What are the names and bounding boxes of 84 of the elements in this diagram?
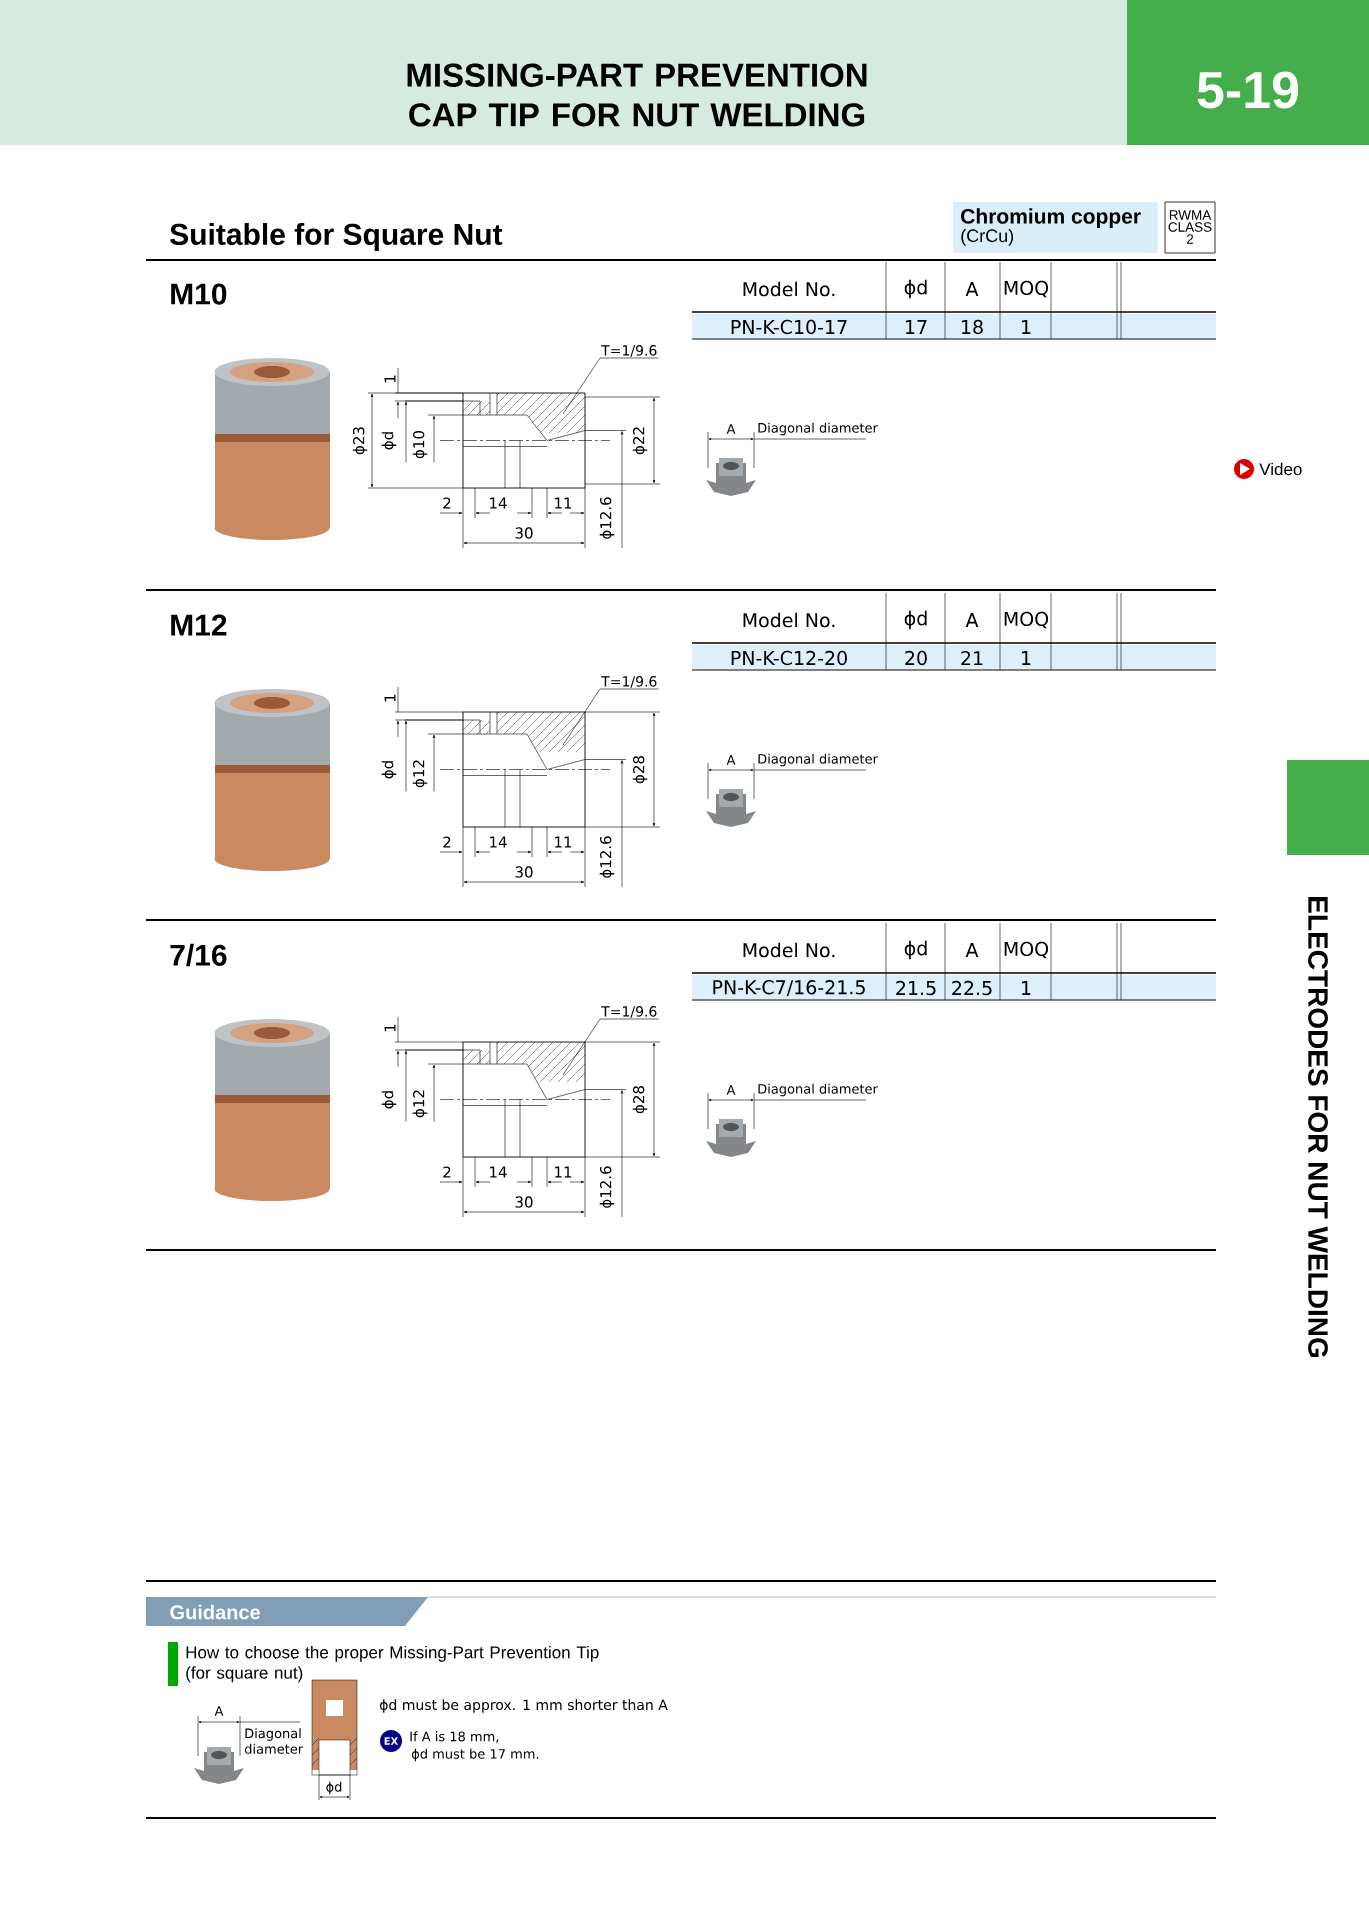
dimension-label: Diagonal diameter [244, 1728, 304, 1754]
dimension-label: 14 [490, 497, 507, 509]
leader-line [562, 1018, 659, 1076]
dimension-label: 30 [515, 527, 533, 539]
page-number-box: 5-19 [1127, 0, 1369, 145]
dimension-label: ϕ12 [412, 1090, 428, 1118]
table-cell: 21.5 [896, 980, 936, 996]
dimension-label: ϕ22 [632, 427, 648, 455]
table-cell: A [965, 613, 979, 627]
dimension-label: ϕ28 [632, 1086, 648, 1114]
table-cell: 1 [1022, 651, 1031, 665]
dimension-label: 11 [555, 1166, 572, 1178]
table-cell: MOQ [1004, 611, 1049, 629]
dimension-label: ϕ23 [352, 427, 368, 455]
dimension-label: A [726, 424, 736, 434]
section-heading: 7/16 [170, 943, 227, 967]
dimension-label: 1 [384, 375, 396, 383]
side-tab [1287, 760, 1369, 855]
dimension-label: 30 [515, 866, 533, 878]
example-icon-text: EX [384, 1737, 399, 1745]
dimension-label: ϕd [381, 761, 397, 779]
dimension-label: ϕ12 [412, 760, 428, 788]
dimension-label: ϕd [381, 1091, 397, 1109]
dimension-label: A [726, 1085, 736, 1095]
table-cell: 17 [906, 320, 927, 334]
table-cell: 20 [905, 650, 927, 666]
dimension-label: 11 [555, 497, 572, 509]
dimension-label: ϕ12.6 [599, 836, 615, 878]
dimension-label: ϕ10 [412, 431, 428, 459]
side-heading: ELECTRODES FOR NUT WELDING [1308, 897, 1328, 1358]
dimension-label: Diagonal diameter [758, 1083, 878, 1097]
dimension-label: Diagonal diameter [758, 753, 878, 767]
dimension-label: 1 [384, 694, 396, 702]
dimension-label: ϕd [381, 432, 397, 450]
table-cell: 21 [961, 650, 983, 666]
table-cell: MOQ [1004, 280, 1049, 298]
table-cell: PN-K-C10-17 [731, 319, 847, 335]
title: MISSING-PART PREVENTION CAP TIP FOR NUT WELDING [407, 63, 867, 127]
dimension-label: A [726, 755, 736, 765]
dimension-label: Diagonal diameter [758, 422, 878, 436]
table-cell: A [965, 943, 979, 957]
dimension-label: 2 [443, 497, 451, 509]
table-cell: Model No. [743, 942, 835, 958]
table-cell: Model No. [743, 612, 835, 628]
guidance-text: ϕd must be approx. 1 mm shorter than A [379, 1699, 668, 1713]
video-link: Video [1259, 462, 1302, 476]
table-cell: PN-K-C12-20 [731, 650, 847, 666]
leader-line [562, 357, 659, 415]
table-cell: A [965, 282, 979, 296]
guidance-text: How to choose the proper Missing-Part Prevention Tip (for square nut) [186, 1645, 599, 1683]
table-cell: ϕd [904, 610, 927, 630]
guidance-text: ϕd must be 17 mm. [411, 1748, 539, 1762]
dimension-label: 30 [515, 1196, 533, 1208]
dimension-label: T=1/9.6 [601, 676, 657, 688]
dimension-label: ϕd [326, 1781, 342, 1795]
dimension-label: ϕ12.6 [599, 497, 615, 539]
dimension-label: 2 [443, 836, 451, 848]
dimension-label: ϕ12.6 [599, 1166, 615, 1208]
guidance-text: If A is 18 mm, [410, 1731, 499, 1743]
table-cell: MOQ [1004, 941, 1049, 959]
dimension-label: ϕ28 [632, 756, 648, 784]
dimension-label: 2 [443, 1166, 451, 1178]
dimension-label: 11 [555, 836, 572, 848]
dimension-label: 14 [490, 1166, 507, 1178]
table-cell: 22.5 [952, 980, 992, 996]
class-box: RWMA CLASS 2 [1164, 201, 1216, 254]
guidance-band: Guidance [146, 1597, 428, 1626]
table-cell: ϕd [904, 279, 927, 299]
dimension-label: 14 [490, 836, 507, 848]
section-heading: Suitable for Square Nut [170, 223, 503, 251]
table-cell: ϕd [904, 940, 927, 960]
table-cell: 1 [1022, 981, 1031, 995]
table-cell: 18 [962, 319, 983, 335]
table-cell: 1 [1022, 320, 1031, 334]
table-cell: Model No. [743, 281, 835, 297]
material-box: Chromium copper (CrCu) [953, 202, 1158, 253]
table-cell: PN-K-C7/16-21.5 [713, 980, 865, 996]
section-heading: M12 [171, 614, 227, 636]
dimension-label: T=1/9.6 [601, 1006, 657, 1018]
leader-line [562, 688, 659, 746]
dimension-label: A [214, 1706, 224, 1716]
dimension-label: T=1/9.6 [601, 345, 657, 357]
section-heading: M10 [171, 283, 227, 305]
dimension-label: 1 [384, 1024, 396, 1032]
